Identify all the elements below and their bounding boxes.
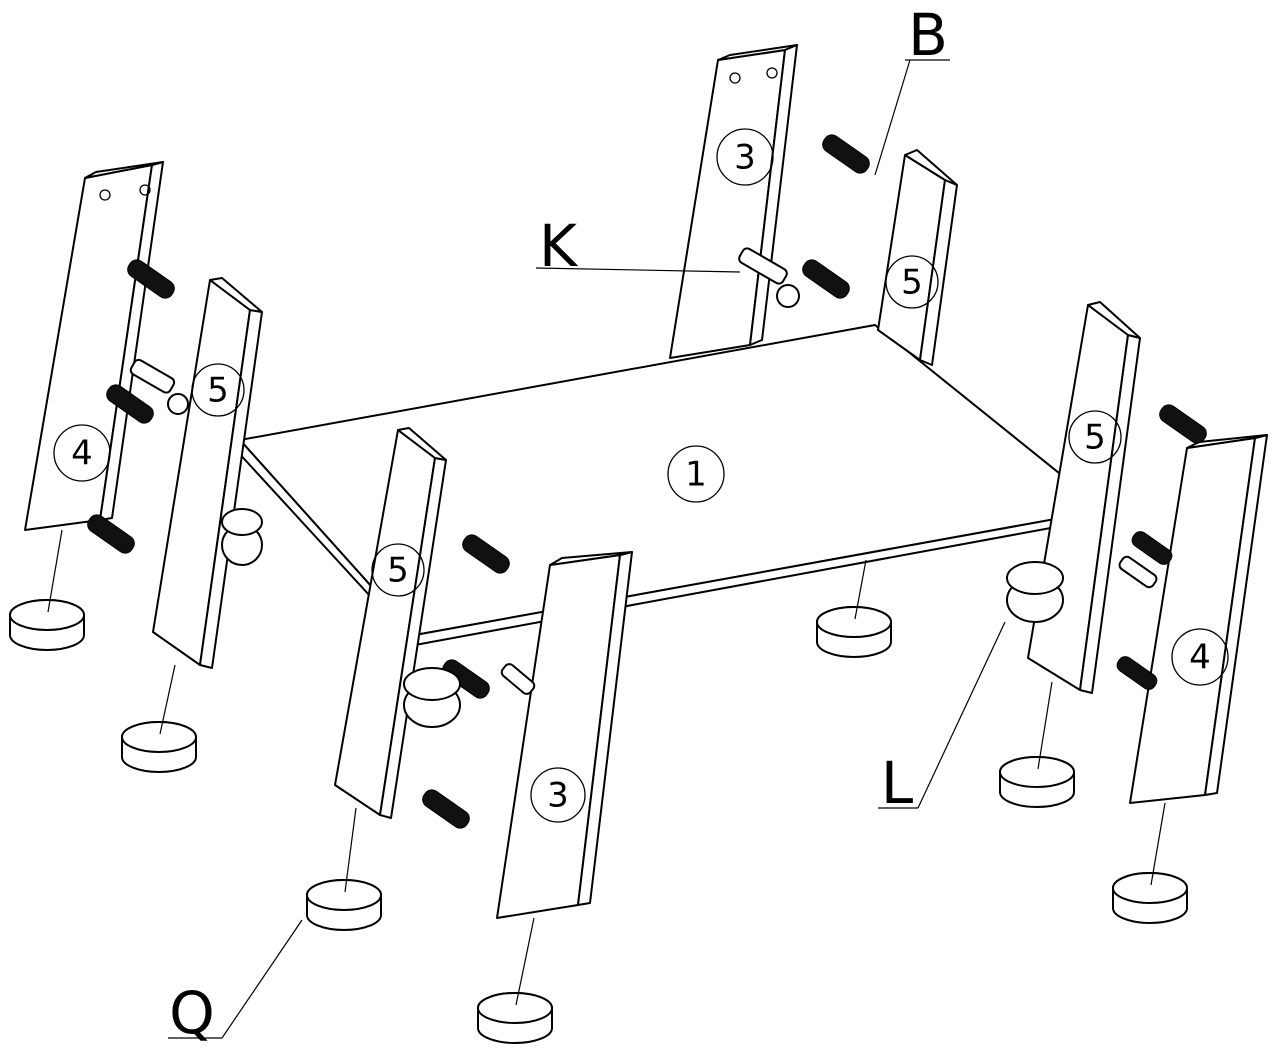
- part-number-front-side: 3: [547, 776, 569, 816]
- center-rail: [334, 427, 447, 819]
- left-leg-panel: [24, 161, 164, 531]
- cam-locks: [221, 508, 1064, 728]
- label-q: Q: [169, 979, 215, 1047]
- part-number-left-leg: 4: [71, 434, 93, 474]
- part-number-left-rail: 5: [207, 371, 229, 411]
- leader-lines: [168, 59, 1006, 1039]
- part-number-top-panel: 1: [685, 455, 707, 495]
- back-rail: [877, 149, 958, 366]
- part-number-center-rail: 5: [387, 551, 409, 591]
- front-side-panel: [496, 551, 633, 919]
- right-leg-panel: [1129, 434, 1268, 804]
- cam-bolts: [129, 247, 1158, 695]
- part-number-back-rail: 5: [901, 263, 923, 303]
- part-number-right-rail: 5: [1084, 418, 1106, 458]
- dowels: [87, 134, 1207, 829]
- left-rail: [152, 277, 263, 669]
- label-b: B: [908, 1, 948, 69]
- feet: [9, 529, 1188, 1044]
- label-l: L: [881, 749, 913, 817]
- part-number-right-leg: 4: [1189, 638, 1211, 678]
- part-number-back-side: 3: [734, 138, 756, 178]
- back-side-panel: [669, 44, 798, 359]
- label-k: K: [539, 212, 579, 280]
